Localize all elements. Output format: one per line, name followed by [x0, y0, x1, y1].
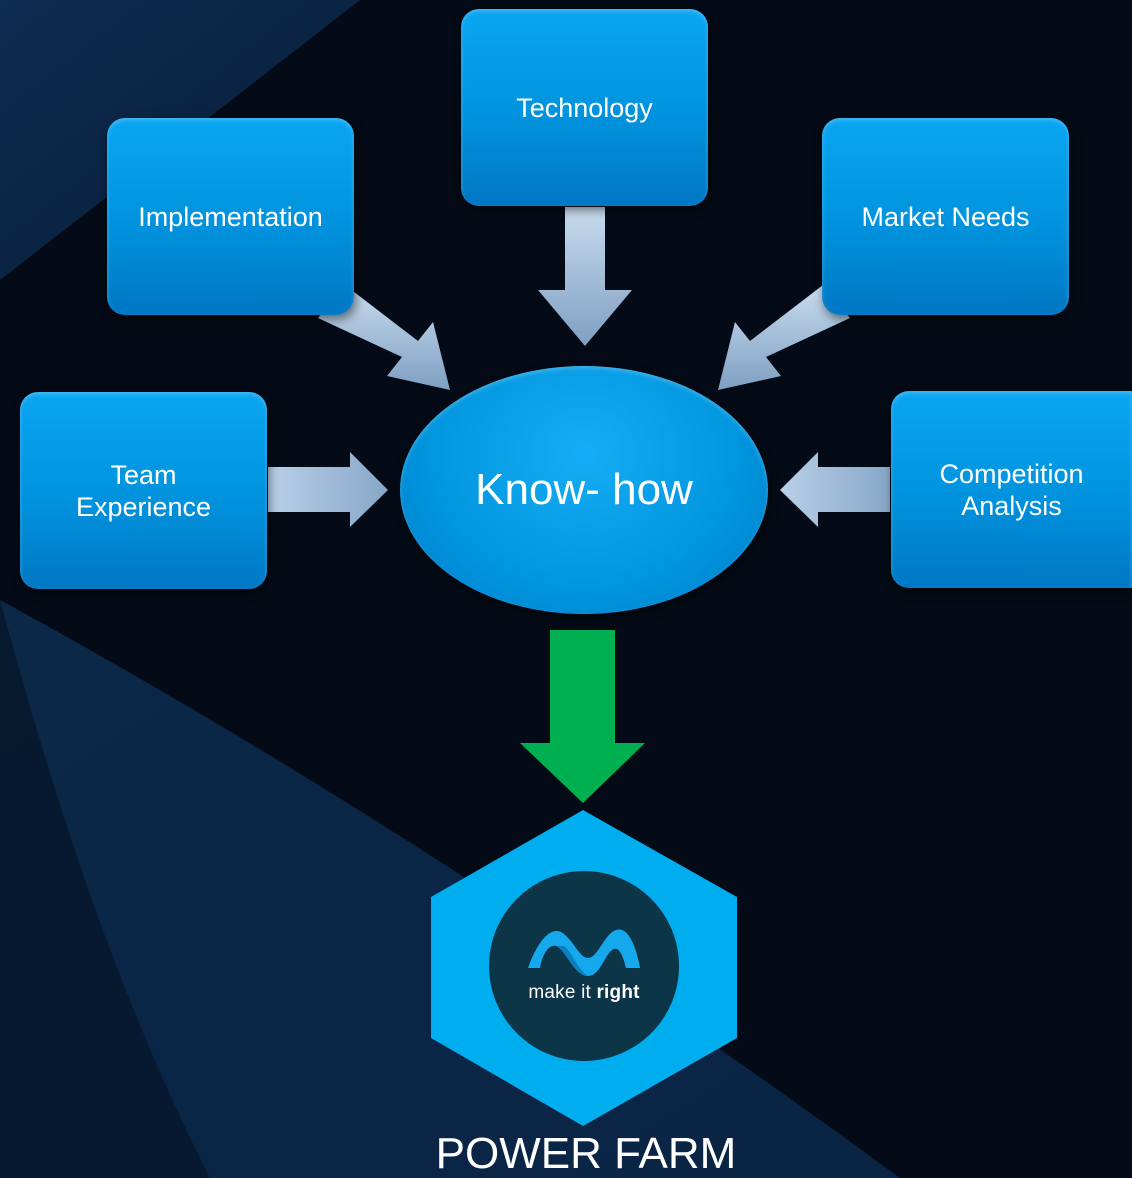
arrow-from-implementation	[318, 285, 450, 390]
input-box-market-needs: Market Needs	[822, 118, 1069, 315]
input-box-implementation: Implementation	[107, 118, 354, 315]
brand-wordmark-bold: right	[596, 982, 640, 1003]
arrow-from-competition-analysis	[780, 452, 890, 527]
arrow-to-power-farm	[520, 630, 645, 803]
input-box-technology: Technology	[461, 9, 708, 206]
brand-wordmark-light: make it	[528, 982, 597, 1003]
make-it-right-logo-icon	[528, 929, 640, 976]
lower-swoosh-inner	[0, 600, 210, 1178]
brand-wordmark: make it right	[489, 982, 679, 1004]
arrow-from-market-needs	[718, 285, 850, 390]
know-how-label: Know- how	[475, 465, 693, 514]
input-label-competition-analysis: Competition Analysis	[939, 458, 1084, 521]
input-label-technology: Technology	[516, 92, 653, 123]
input-box-competition-analysis: Competition Analysis	[891, 391, 1132, 588]
arrow-from-technology	[538, 207, 632, 346]
input-label-team-experience: Team Experience	[75, 459, 212, 522]
arrow-from-team-experience	[268, 452, 388, 527]
input-box-team-experience: Team Experience	[20, 392, 267, 589]
power-farm-label: POWER FARM	[435, 1129, 737, 1178]
input-label-implementation: Implementation	[138, 201, 323, 232]
know-how-ellipse: Know- how	[400, 366, 768, 614]
input-label-market-needs: Market Needs	[861, 201, 1030, 232]
